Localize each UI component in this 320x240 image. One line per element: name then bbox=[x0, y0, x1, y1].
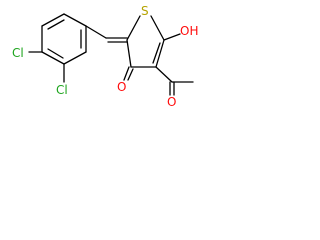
chlorine-atom-lower: Cl bbox=[56, 83, 68, 97]
hydroxyl-label: OH bbox=[180, 24, 198, 38]
bond-ring-double-1 bbox=[47, 19, 65, 30]
bond-c5-s bbox=[126, 15, 141, 41]
bond-ring-to-ch bbox=[85, 25, 107, 39]
thiophenone-ring bbox=[126, 15, 165, 68]
sulfur-atom: S bbox=[141, 4, 149, 18]
acetyl-oxygen-atom: O bbox=[167, 95, 176, 109]
bond-ring-double-3 bbox=[47, 48, 64, 59]
bond-c4-c5 bbox=[126, 39, 132, 68]
bond-c2-oh bbox=[163, 33, 181, 41]
ketone-oxygen-atom: O bbox=[117, 80, 126, 94]
chemical-structure: Cl Cl S OH O O bbox=[12, 4, 198, 109]
bond-ring-2 bbox=[63, 13, 87, 27]
benzene-ring bbox=[41, 13, 87, 65]
bond-ring-4 bbox=[63, 51, 87, 65]
bond-c3-acyl bbox=[155, 66, 173, 83]
bond-s-c2 bbox=[150, 15, 165, 41]
bond-ketone-b bbox=[127, 68, 134, 81]
bond-ring-5 bbox=[41, 51, 65, 65]
bond-c2-c3 bbox=[155, 39, 165, 68]
bond-ketone-a bbox=[123, 66, 130, 81]
bond-c2-c3-double bbox=[152, 42, 161, 64]
bond-ring-1 bbox=[41, 13, 65, 27]
molecule-canvas: Cl Cl S OH O O bbox=[0, 0, 218, 118]
chlorine-atom-upper: Cl bbox=[12, 46, 24, 60]
